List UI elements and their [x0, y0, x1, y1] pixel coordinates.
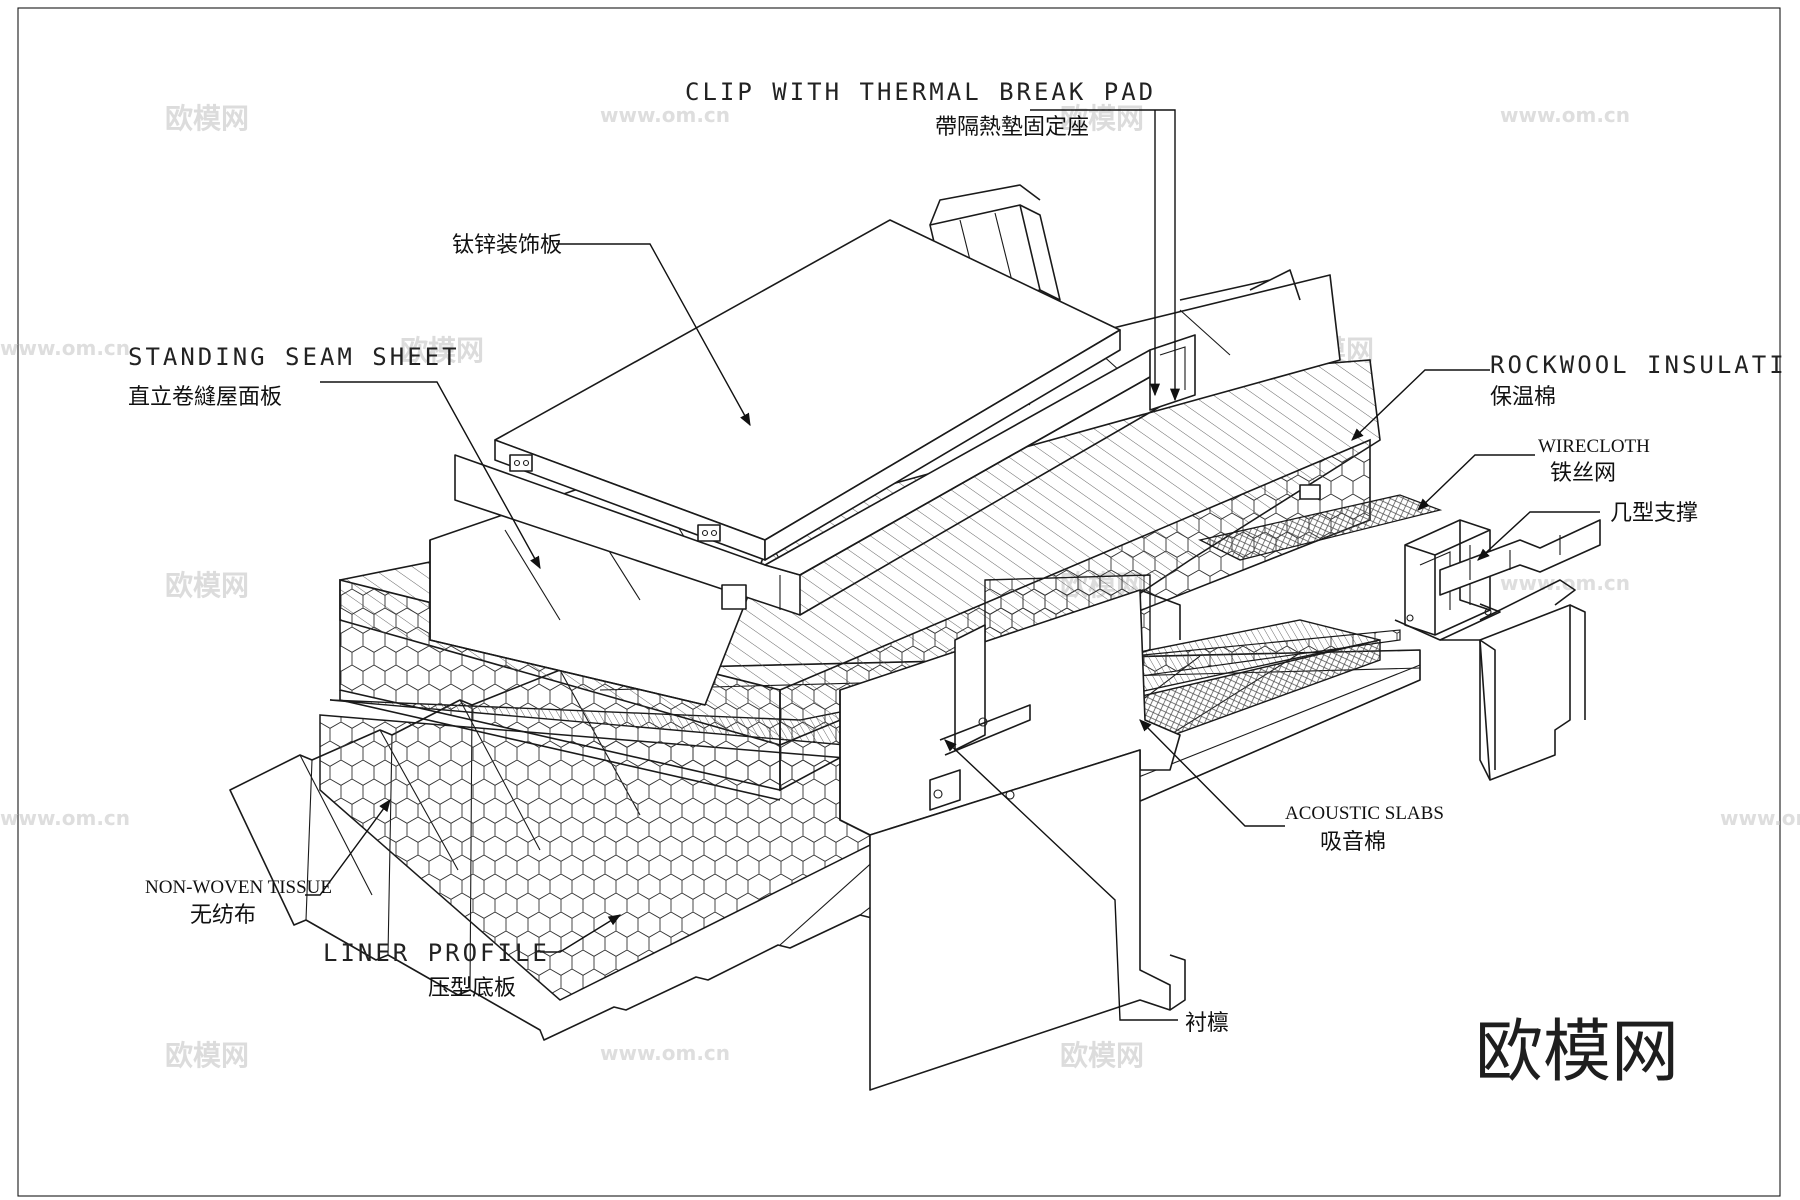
label-wirecloth-en: WIRECLOTH	[1538, 436, 1650, 457]
watermark-brand: 欧模网	[1060, 102, 1144, 135]
watermark-brand: 欧模网	[1060, 1039, 1144, 1072]
labels: CLIP WITH THERMAL BREAK PAD 帶隔熱墊固定座 钛锌装饰…	[128, 78, 1787, 1036]
watermark-url: www.om.cn	[600, 1041, 730, 1065]
label-wirecloth-cn: 铁丝网	[1550, 461, 1616, 486]
label-nonwoven-en: NON-WOVEN TISSUE	[145, 877, 332, 898]
label-acoustic-en: ACOUSTIC SLABS	[1285, 803, 1444, 824]
watermark-brand: 欧模网	[165, 102, 249, 135]
label-standing-en: STANDING SEAM SHEET	[128, 343, 460, 371]
drawing-border	[17, 7, 1781, 1197]
deck-right-end	[1439, 519, 1601, 596]
watermark-url: www.om.cn	[600, 103, 730, 127]
label-clip-en: CLIP WITH THERMAL BREAK PAD	[685, 78, 1156, 106]
watermark-brand: 欧模网	[165, 1039, 249, 1072]
purlin-front	[839, 589, 1186, 1091]
clip-bracket	[721, 584, 747, 610]
label-liner-en: LINER PROFILE	[323, 939, 550, 967]
label-standing-cn: 直立卷縫屋面板	[128, 385, 282, 410]
watermark-url: www.om.cn	[0, 806, 130, 830]
label-clip-cn: 帶隔熱墊固定座	[935, 115, 1089, 140]
label-acoustic-cn: 吸音棉	[1320, 830, 1386, 855]
leaders	[305, 109, 1600, 1021]
label-titanium-cn: 钛锌装饰板	[452, 233, 562, 258]
label-liner-cn: 压型底板	[428, 976, 516, 1001]
watermark-url: www.om.cn	[0, 336, 130, 360]
wirecloth	[1198, 494, 1443, 561]
watermark-brand: 欧模网	[165, 569, 249, 602]
clip-bracket	[697, 524, 721, 542]
label-purlin-cn: 衬檩	[1185, 1011, 1229, 1036]
label-rockwool-en: ROCKWOOL INSULATI	[1490, 351, 1787, 379]
purlin-right	[1440, 579, 1586, 781]
label-nonwoven-cn: 无纺布	[190, 903, 256, 928]
watermark-url: www.om.cn	[1720, 806, 1800, 830]
label-rockwool-cn: 保温棉	[1490, 385, 1556, 410]
label-support-cn: 几型支撑	[1610, 501, 1698, 526]
brand-logo: 欧模网	[1475, 1013, 1679, 1092]
watermark-url: www.om.cn	[1500, 103, 1630, 127]
clip-bracket	[1299, 484, 1321, 500]
titanium-zinc-panel	[454, 219, 1321, 616]
clip-bracket	[509, 454, 533, 472]
watermark-brand: 欧模网	[400, 334, 484, 367]
